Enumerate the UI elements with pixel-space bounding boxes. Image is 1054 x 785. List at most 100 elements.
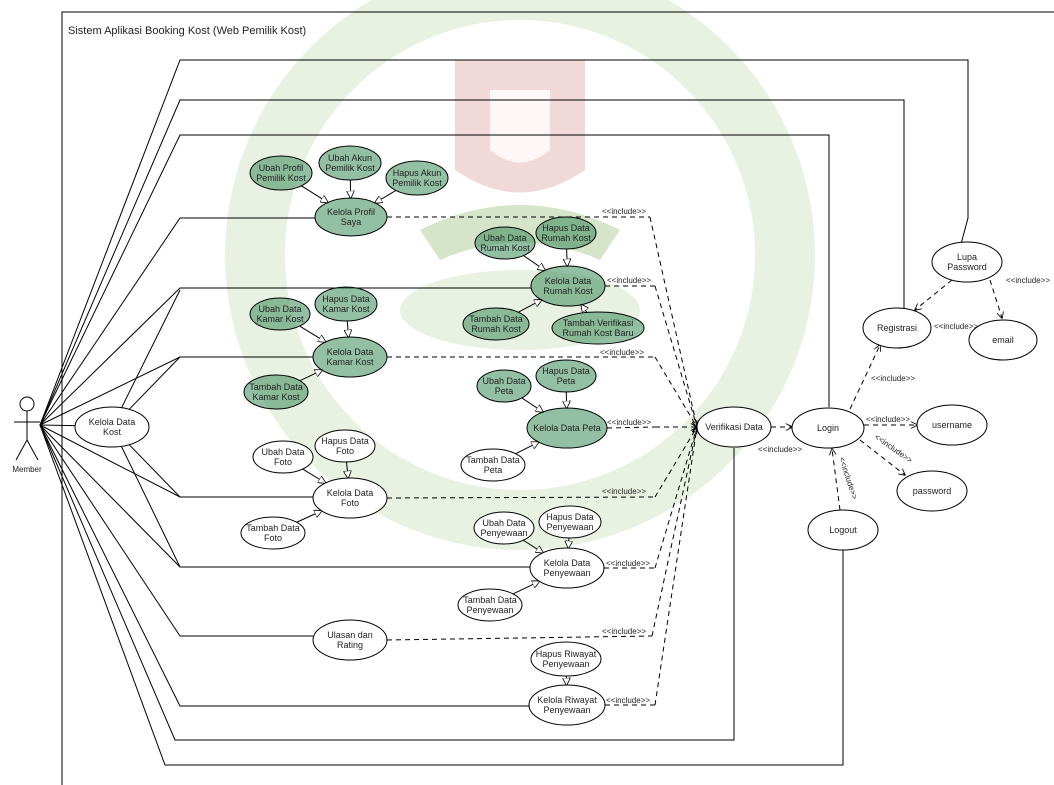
usecase-username: username: [916, 404, 988, 446]
usecase-ellipse: [252, 440, 314, 474]
usecase-label: Ubah Data: [258, 304, 301, 314]
usecase-ellipse: [968, 319, 1038, 361]
include-label-kelola-profil: <<include>>: [602, 207, 646, 216]
usecase-label: Hapus Data: [322, 294, 370, 304]
usecase-ellipse: [528, 684, 606, 726]
usecase-label: Foto: [274, 457, 292, 467]
include-lupa-registrasi: [915, 279, 953, 310]
usecase-label: Hapus Data: [321, 436, 369, 446]
include-label-kelola-riwayat: <<include>>: [606, 696, 650, 705]
usecase-ellipse: [249, 297, 311, 331]
usecase-label: Lupa: [957, 252, 977, 262]
generalization-hapus-sewa: [568, 537, 569, 548]
usecase-label: Peta: [557, 376, 576, 386]
usecase-label: Hapus Data: [542, 223, 590, 233]
include-label-lupa-reg: <<include>>: [934, 322, 978, 331]
usecase-label: Penyewaan: [542, 659, 589, 669]
kost-branch-1: [128, 356, 181, 410]
usecase-ellipse: [535, 216, 597, 250]
usecase-password: password: [896, 470, 968, 512]
include-line-ulasan: [386, 635, 653, 641]
usecase-label: Penyewaan: [543, 705, 590, 715]
usecase-label: Rating: [337, 640, 363, 650]
usecase-ellipse: [314, 197, 388, 237]
generalization-ubah-rumah: [523, 255, 545, 271]
usecase-ellipse: [243, 374, 309, 410]
usecase-ellipse: [791, 407, 865, 449]
usecase-label: Kelola Riwayat: [537, 695, 597, 705]
usecase-label: Kamar Kost: [252, 392, 300, 402]
association-11: [39, 424, 735, 741]
association-10: [39, 424, 529, 707]
usecase-label: Foto: [341, 498, 359, 508]
usecase-label: Hapus Data: [546, 512, 594, 522]
association-4: [39, 287, 531, 426]
usecase-label: Ulasan dan: [327, 630, 373, 640]
usecase-ellipse: [74, 406, 150, 448]
generalization-tambah-kamar: [299, 370, 322, 382]
usecase-ellipse: [530, 641, 602, 677]
usecase-ellipse: [862, 307, 932, 349]
association-3: [39, 217, 315, 426]
include-label-kelola-peta: <<include>>: [607, 418, 651, 427]
usecase-label: Kelola Profil: [327, 207, 375, 217]
include-login-registrasi: [849, 345, 880, 410]
usecase-label: Rumah Kost Baru: [562, 328, 633, 338]
usecase-label: Penyewaan: [546, 522, 593, 532]
association-2: [39, 134, 830, 426]
usecase-label: Penyewaan: [480, 528, 527, 538]
association-1: [39, 99, 905, 426]
usecase-verifikasi: Verifikasi Data: [696, 406, 772, 448]
usecase-label: Hapus Akun: [393, 168, 442, 178]
usecase-ellipse: [314, 286, 378, 322]
usecase-ellipse: [314, 429, 376, 463]
usecase-ellipse: [312, 619, 388, 661]
usecase-label: Kelola Data Peta: [533, 423, 601, 433]
include-label-ulasan: <<include>>: [602, 627, 646, 636]
usecase-label: Penyewaan: [543, 568, 590, 578]
usecase-label: Pemilik Kost: [392, 178, 442, 188]
system-boundary: [61, 11, 1054, 785]
usecase-label: Ubah Profil: [259, 163, 304, 173]
usecase-ellipse: [916, 404, 988, 446]
usecase-label: Penyewaan: [466, 605, 513, 615]
usecase-label: Tambah Verifikasi: [563, 318, 634, 328]
include-line-kelola-peta: [606, 426, 656, 429]
include-line2-kelola-foto: [654, 427, 697, 498]
usecase-label: Registrasi: [877, 323, 917, 333]
usecase-ellipse: [460, 448, 526, 482]
include-line2-kelola-sewa: [654, 427, 697, 569]
generalization-ubah-kamar: [299, 325, 326, 342]
generalization-tambah-peta: [515, 442, 539, 455]
generalization-ubah-peta: [521, 397, 543, 412]
usecase-label: Foto: [336, 446, 354, 456]
usecase-label: Ubah Data: [261, 447, 304, 457]
usecase-ellipse: [318, 145, 382, 181]
usecase-ellipse: [240, 516, 306, 550]
usecase-label: email: [992, 335, 1014, 345]
generalization-hapus-foto: [347, 461, 349, 478]
usecase-label: Hapus Riwayat: [536, 649, 597, 659]
usecase-kelola-peta: Kelola Data Peta: [526, 407, 608, 449]
usecase-ellipse: [931, 241, 1003, 283]
usecase-ellipse: [312, 336, 388, 378]
usecase-label: Hapus Data: [542, 366, 590, 376]
usecase-ellipse: [249, 155, 313, 191]
include-login-password: [859, 439, 905, 475]
usecase-label: Pemilik Kost: [325, 163, 375, 173]
usecase-label: Kamar Kost: [256, 314, 304, 324]
